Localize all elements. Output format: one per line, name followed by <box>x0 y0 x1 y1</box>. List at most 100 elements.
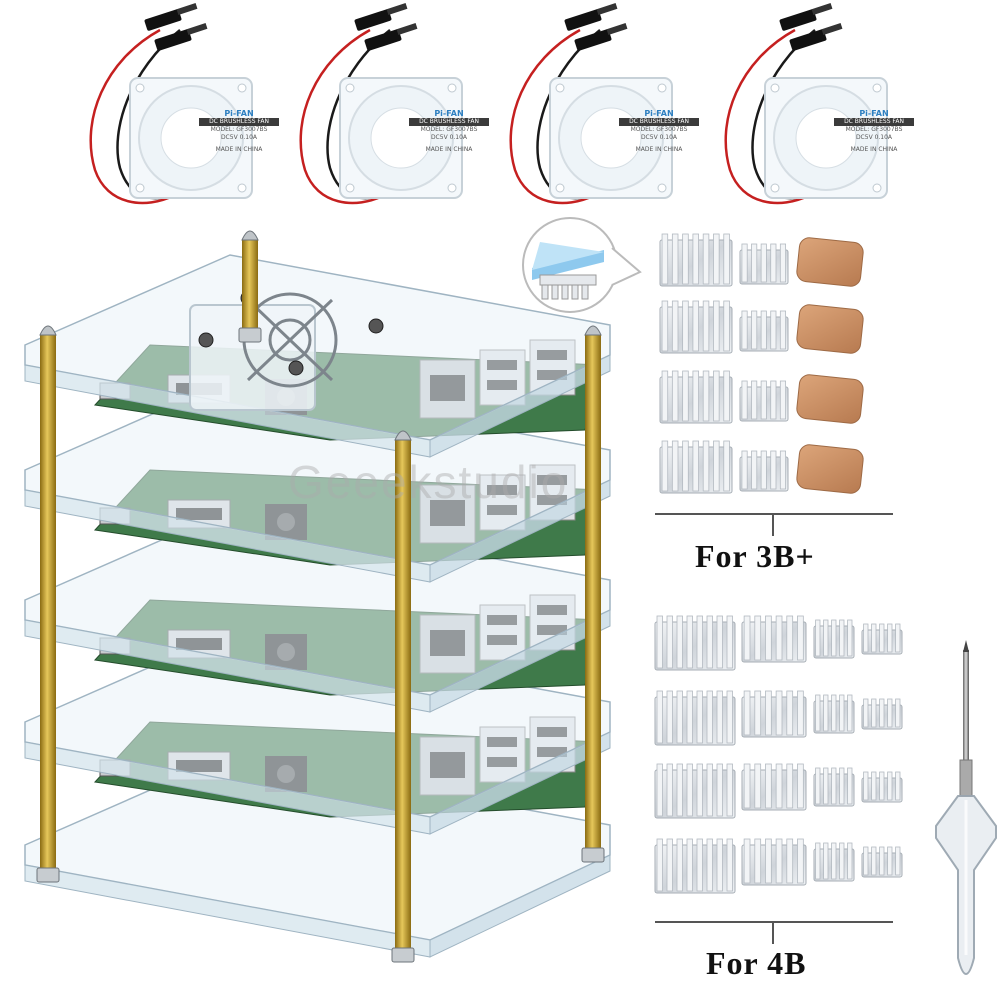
heatsink-large-fin <box>702 233 710 285</box>
heatsink-medium-fin <box>786 838 794 884</box>
heatsink-large-fin <box>713 300 720 352</box>
heatsink-large-fin <box>692 440 699 492</box>
heatsink-small-fin <box>831 842 837 880</box>
heatsink-medium-fin <box>754 763 762 809</box>
heatsink-medium-fin <box>775 690 783 736</box>
heatsink-mini-fin <box>863 698 869 728</box>
heatsink-medium-base <box>741 621 807 663</box>
fan-rating-text: DC5V 0.10A <box>220 134 258 141</box>
heatsink-large-fin <box>676 690 683 744</box>
brass-standoff <box>581 325 605 863</box>
heatsink-small-fin <box>815 694 821 732</box>
mount-hole-icon <box>555 83 565 93</box>
heatsink-medium-fin <box>786 615 794 661</box>
heatsink-small <box>739 243 789 285</box>
heatsink-small-fin <box>770 450 777 490</box>
heatsink-large-fin <box>671 300 679 352</box>
heatsink-mini-fin <box>879 771 885 801</box>
watermark: Geeekstudio <box>288 456 569 508</box>
heatsink-mini <box>861 698 903 730</box>
fan-type-text: DC BRUSHLESS FAN <box>409 118 489 126</box>
heatsink-medium-fin <box>754 690 762 736</box>
heatsink-large-fin <box>656 763 663 817</box>
heatsink-large-fin <box>666 615 673 669</box>
heatsink-medium-fin <box>765 690 772 736</box>
thermal-pad-peel-icon <box>532 242 604 270</box>
mount-hole-icon <box>555 183 565 193</box>
brass-standoff <box>238 230 262 343</box>
heatsink-medium-fin <box>797 763 804 809</box>
fan-wire-red <box>299 28 386 205</box>
heatsink-small-fin <box>823 694 829 732</box>
plate-edge <box>429 731 611 835</box>
heatsink-small <box>813 694 855 734</box>
screwdriver <box>935 640 997 975</box>
fan-wire-red <box>724 28 811 205</box>
fan-model-text: MODEL: GF3007BS <box>845 126 903 133</box>
mount-hole-icon <box>447 83 457 93</box>
mount-hole-icon <box>345 183 355 193</box>
heatsink-large-fin <box>726 615 733 669</box>
connector-icon <box>564 9 602 31</box>
fan-wire-red <box>509 28 596 205</box>
connector-tip <box>396 23 418 35</box>
acorn-nut-icon <box>394 430 412 441</box>
heatsink-large-fin <box>671 370 679 422</box>
heatsink-large-fin <box>696 838 703 892</box>
heatsink-large-fin <box>696 690 703 744</box>
heatsink-mini-fin <box>879 846 885 876</box>
heatsink-large-fin <box>706 838 713 892</box>
mount-hole-icon <box>345 83 355 93</box>
heatsink-large <box>654 763 736 819</box>
heatsink-large-fin <box>686 690 693 744</box>
standoff-nut-icon <box>36 867 60 883</box>
heatsink-large-fin <box>716 615 723 669</box>
fan-rating-text: DC5V 0.10A <box>640 134 678 141</box>
mount-hole-icon <box>770 83 780 93</box>
thermal-pad-icon <box>532 250 604 280</box>
heatsink-large-fin <box>726 763 733 817</box>
heatsink-large-fin <box>713 440 720 492</box>
heatsink-large-fin <box>706 763 713 817</box>
heatsink-small <box>739 310 789 352</box>
fan-screw-icon <box>198 332 214 348</box>
heatsink-large-fin <box>713 370 720 422</box>
heatsink-medium <box>741 690 807 738</box>
heatsink-small-fin <box>751 450 758 490</box>
heatsink-medium <box>741 838 807 886</box>
copper-shim <box>796 237 864 287</box>
heatsink-mini <box>861 771 903 803</box>
heatsink-large-fin <box>706 615 713 669</box>
heatsink-small-fin <box>760 243 767 283</box>
heatsink-large-fin <box>726 838 733 892</box>
heatsink-medium-base <box>741 696 807 738</box>
mount-hole-icon <box>135 183 145 193</box>
fan-type-text: DC BRUSHLESS FAN <box>619 118 699 126</box>
heatsink-large-fin <box>692 233 699 285</box>
heatsink-large-fin <box>692 370 699 422</box>
plate-edge <box>429 854 611 958</box>
heatsink-medium-fin <box>743 763 751 809</box>
heatsink-large-fin <box>676 763 683 817</box>
heatsink-small-fin <box>760 450 767 490</box>
mount-hole-icon <box>657 83 667 93</box>
heatsink-medium <box>741 763 807 811</box>
fan-screw-icon <box>368 318 384 334</box>
fan-brand-text: Pi-FAN <box>224 109 254 118</box>
heatsink-large-fin <box>676 838 683 892</box>
heatsink-large-fin <box>686 763 693 817</box>
fan-origin-text: MADE IN CHINA <box>425 146 473 153</box>
heatsink-medium-fin <box>743 615 751 661</box>
heatsink-large <box>659 440 733 494</box>
mount-hole-icon <box>872 83 882 93</box>
bracket-4b <box>655 921 893 944</box>
heatsink-mini <box>861 623 903 655</box>
fan <box>89 3 253 205</box>
heatsink-mini-fin <box>887 698 893 728</box>
heatsink-medium-fin <box>797 690 804 736</box>
heatsink-large <box>659 300 733 354</box>
heatsink-large-fin <box>656 690 663 744</box>
heatsink-large-fin <box>666 763 673 817</box>
